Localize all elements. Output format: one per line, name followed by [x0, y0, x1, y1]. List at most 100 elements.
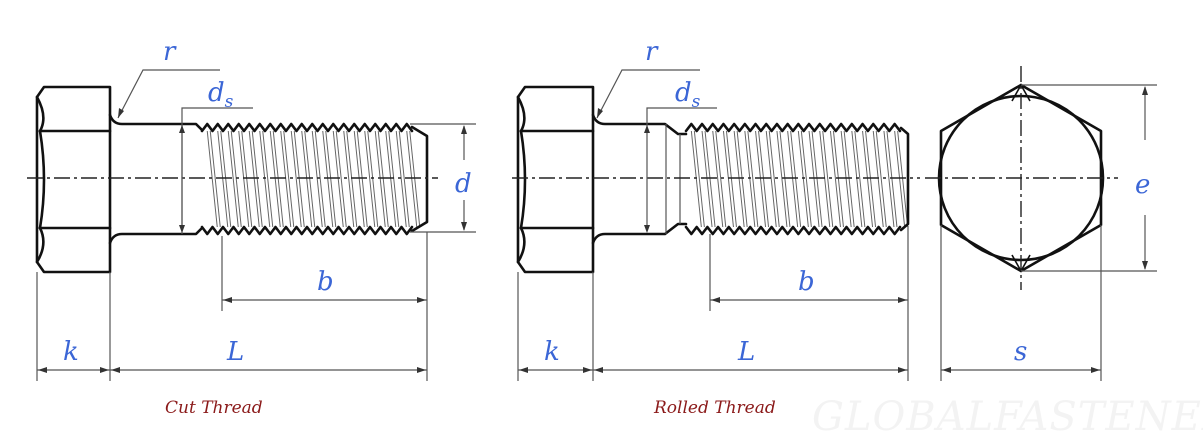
rolled-r-leader [596, 69, 700, 119]
cut-k-label: k [63, 337, 79, 367]
cut-b-dimension [221, 232, 428, 381]
rolled-thread-caption: Rolled Thread [653, 398, 776, 418]
thread-hatch-line [701, 130, 713, 228]
thread-crest-top [200, 122, 414, 133]
thread-hatch-line [227, 130, 239, 228]
thread-hatch-line [314, 130, 326, 228]
rolled-thread-view: r ds b k L Rolled Thread [512, 37, 920, 418]
cut-thread-end [410, 125, 429, 233]
cut-b-label: b [317, 267, 334, 297]
cut-bolt-shank [108, 113, 204, 245]
thread-hatch-line [217, 130, 229, 228]
thread-hatch-line [293, 130, 305, 228]
rolled-ds-label: ds [675, 78, 701, 112]
thread-hatch-line [388, 130, 400, 228]
thread-hatch-line [736, 130, 748, 228]
thread-hatch-line [311, 130, 323, 228]
thread-hatch-line [790, 130, 802, 228]
rolled-L-dimension [593, 367, 908, 373]
rolled-bolt-head [516, 85, 595, 274]
thread-hatch-line [322, 130, 334, 228]
rolled-thread-end [899, 126, 910, 232]
thread-crest-bottom [684, 225, 902, 236]
thread-hatch-line [744, 130, 756, 228]
cut-ds-dimension [179, 107, 253, 234]
thread-hatch-line [755, 130, 767, 228]
thread-hatch-line [364, 130, 376, 228]
thread-hatch-line [290, 130, 302, 228]
thread-hatch-line [758, 130, 770, 228]
thread-hatch-line [272, 130, 284, 228]
thread-hatch-line [346, 130, 358, 228]
thread-hatch-line [862, 130, 874, 228]
thread-hatch-line [865, 130, 877, 228]
thread-hatch-line [733, 130, 745, 228]
thread-hatch-line [409, 130, 421, 228]
rolled-L-label: L [737, 337, 755, 367]
thread-hatch-line [690, 130, 702, 228]
thread-hatch-line [872, 130, 884, 228]
rolled-thread-profile [684, 122, 909, 236]
thread-hatch-line [280, 130, 292, 228]
rolled-b-dimension [709, 226, 909, 381]
thread-hatch-line [283, 130, 295, 228]
rolled-k-dimension [517, 272, 594, 381]
thread-hatch-line [206, 130, 218, 228]
thread-hatch-line [325, 130, 337, 228]
cut-thread-view: r ds d b [27, 37, 476, 418]
thread-hatch-line [894, 130, 906, 228]
cut-ds-label: ds [208, 78, 234, 112]
watermark-text: GLOBALFASTENER.com [812, 394, 1203, 440]
cut-r-label: r [163, 37, 177, 67]
thread-hatch-line [747, 130, 759, 228]
thread-hatch-line [765, 130, 777, 228]
cut-bolt-head [35, 85, 112, 274]
thread-hatch-line [840, 130, 852, 228]
thread-hatch-line [811, 130, 823, 228]
hex-s-dimension [940, 225, 1102, 381]
thread-hatch-line [304, 130, 316, 228]
thread-hatch-line [406, 130, 418, 228]
thread-hatch-line [715, 130, 727, 228]
thread-hatch-line [398, 130, 410, 228]
thread-hatch-line [343, 130, 355, 228]
thread-hatch-line [886, 130, 898, 228]
cut-k-dimension [36, 272, 111, 381]
thread-hatch-line [897, 130, 909, 228]
thread-hatch-line [851, 130, 863, 228]
thread-hatch-line [722, 130, 734, 228]
rolled-r-label: r [645, 37, 659, 67]
thread-hatch-line [377, 130, 389, 228]
thread-hatch-line [776, 130, 788, 228]
thread-hatch-line [251, 130, 263, 228]
cut-thread-caption: Cut Thread [165, 398, 263, 418]
thread-hatch-line [230, 130, 242, 228]
thread-hatch-line [269, 130, 281, 228]
thread-hatch-line [829, 130, 841, 228]
hex-s-label: s [1014, 337, 1027, 367]
thread-hatch-line [779, 130, 791, 228]
thread-crest-bottom [200, 225, 414, 236]
thread-hatch-line [712, 130, 724, 228]
cut-L-label: L [226, 337, 244, 367]
thread-hatch-line [248, 130, 260, 228]
thread-hatch-line [262, 130, 274, 228]
hex-e-label: e [1135, 170, 1150, 200]
thread-hatch-line [800, 130, 812, 228]
cut-thread-profile [200, 122, 421, 236]
thread-hatch-line [238, 130, 250, 228]
thread-hatch-line [768, 130, 780, 228]
thread-hatch-line [374, 130, 386, 228]
hex-e-dimension [1021, 84, 1157, 272]
thread-crest-top [684, 122, 902, 133]
thread-hatch-line [209, 130, 221, 228]
thread-hatch-line [301, 130, 313, 228]
thread-hatch-line [808, 130, 820, 228]
cut-r-leader [117, 69, 220, 119]
thread-hatch-line [832, 130, 844, 228]
thread-hatch-line [356, 130, 368, 228]
thread-hatch-line [353, 130, 365, 228]
thread-hatch-line [787, 130, 799, 228]
rolled-bolt-shank [591, 113, 688, 245]
